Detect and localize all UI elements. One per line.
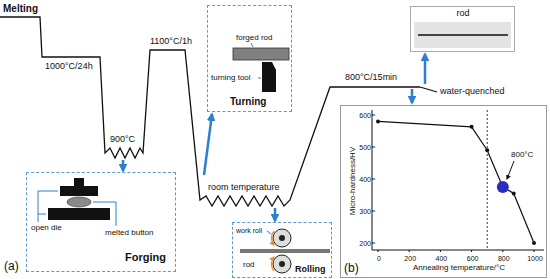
part-label: forged rod [236,34,272,43]
tick-label: 600 [467,255,479,263]
lower-die [48,208,110,220]
part-label: work roll [236,227,262,235]
upper-die [60,186,98,196]
hardness-chart: Micro-hardness/HV 600 500 400 300 200 0 200 400 6… [340,105,547,278]
tick-label: 400 [436,255,448,263]
work-roll [273,255,291,273]
leader-line [93,202,116,226]
leader-line [38,214,46,215]
stage-arrow [204,114,212,175]
tick-label: 1000 [527,255,543,263]
stage-arrow [274,208,277,221]
tick-label: 200 [404,255,416,263]
axis-title: Micro-hardness/HV [349,147,358,215]
y-axis [372,110,373,250]
panel-title: rod [456,9,469,19]
stage-label: room temperature [208,183,280,193]
melted-button [67,197,91,207]
data-points [376,119,536,245]
rod-photo-panel: rod [410,6,515,52]
leader-line [251,43,253,47]
panel-title: Rolling [295,265,326,275]
tick-label: 500 [359,144,371,152]
x-ticks [378,250,534,252]
tick-label: 200 [359,240,371,248]
tick-label: 800 [498,255,510,263]
callout-label: 800°C [511,151,533,160]
panel-title: Turning [230,96,266,107]
turning-panel: forged rod turning toolTurning [207,5,292,112]
stage-arrow [424,54,427,84]
rotation-arrow [271,231,274,245]
die-stem [74,178,84,186]
panel-letter: (a) [4,260,19,273]
roll-axle [279,235,285,241]
stage-label: 900°C [110,135,135,145]
tick-label: 600 [359,112,371,120]
stage-label: water-quenched [440,87,505,97]
quench-line [420,87,437,92]
highlight-point [497,181,509,193]
stage-arrow [411,89,414,103]
stage-arrow [122,160,125,171]
tick-label: 0 [377,255,381,263]
tick-label: 400 [359,176,371,184]
stage-label: 800°C/15min [345,73,397,83]
leader-line [38,191,58,222]
callout-arrow [507,161,514,179]
rolled-rod [240,249,330,253]
turning-tool [262,62,276,92]
rotation-arrow [271,257,274,271]
panel-title: Forging [125,251,166,263]
tick-label: 300 [359,208,371,216]
x-axis [372,250,544,251]
rod-in-photo [418,34,508,36]
leader-line [267,231,271,234]
leader-line [258,78,261,79]
stage-title: Melting [3,3,38,14]
roll-axle [279,261,285,267]
stage-label: 1100°C/1h [150,37,192,47]
y-ticks [372,115,375,243]
part-label: melted button [105,229,153,238]
rod-photo [414,22,511,48]
part-label: open die [31,224,62,233]
forged-rod [233,48,289,60]
stage-label: 1000°C/24h [45,62,93,72]
threshold-line [487,110,488,250]
part-label: turning tool [211,74,251,83]
axis-title: Annealing temperature/°C [413,264,505,273]
part-label: rod [243,261,255,270]
work-roll [273,229,291,247]
hardness-curve [378,121,534,243]
panel-letter: (b) [344,262,359,275]
rolling-panel: work roll rod Rolling [232,222,332,278]
forging-panel: open die melted buttonForging [26,172,176,272]
